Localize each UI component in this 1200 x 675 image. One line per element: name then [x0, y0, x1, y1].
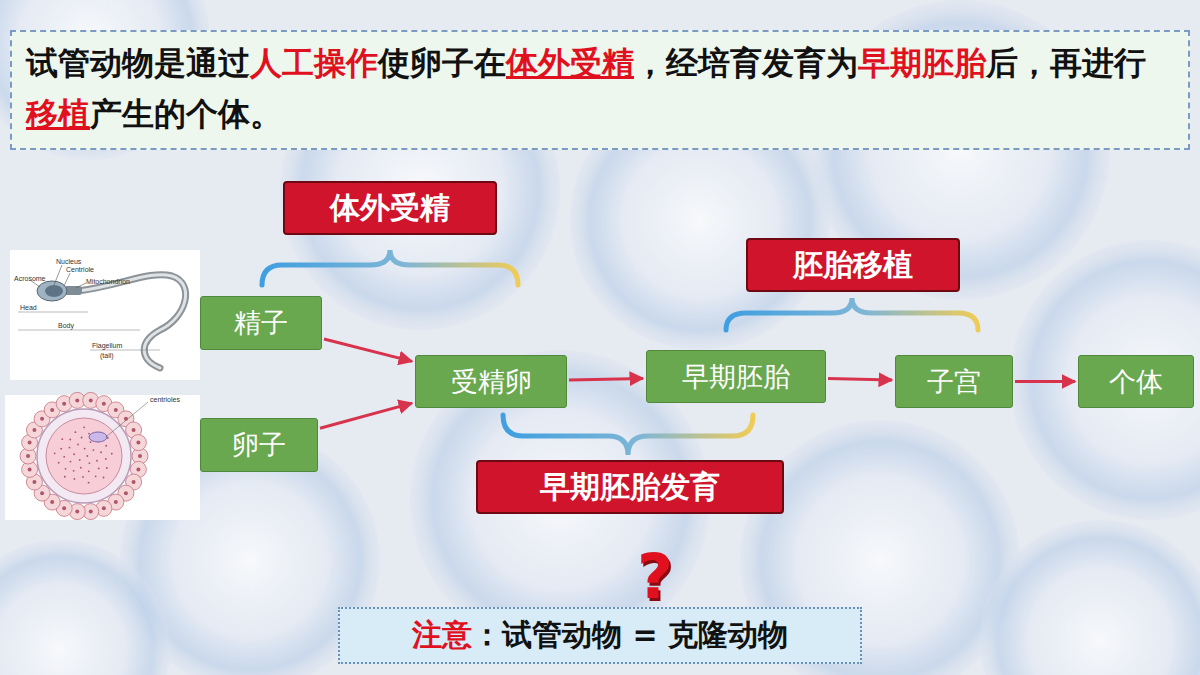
node-text: 受精卵 — [451, 364, 532, 400]
node-text: 卵子 — [232, 427, 286, 463]
node-text: 精子 — [234, 305, 288, 341]
part-name: (tail) — [100, 352, 114, 359]
flow-arrow — [569, 378, 643, 380]
process-box: 受精卵 — [415, 355, 567, 408]
flow-arrow — [1015, 380, 1075, 383]
part-name: centrioles — [150, 396, 180, 403]
part-name: Head — [20, 304, 37, 311]
egg-figure — [5, 392, 200, 520]
process-box: 卵子 — [200, 418, 318, 472]
flow-arrow — [324, 339, 412, 361]
node-text: 子宫 — [927, 364, 981, 400]
process-box: 精子 — [200, 296, 322, 350]
part-name: Acrosome — [14, 275, 46, 282]
node-text: 个体 — [1109, 364, 1163, 400]
question-mark: ? — [637, 540, 673, 613]
process-box: 个体 — [1078, 355, 1194, 408]
process-box: 子宫 — [895, 355, 1013, 408]
part-name: Centriole — [66, 266, 94, 273]
step-label: 早期胚胎发育 — [476, 460, 784, 514]
title-box: 试管动物是通过人工操作使卵子在体外受精，经培育发育为早期胚胎后，再进行移植产生的… — [10, 30, 1190, 150]
process-box: 早期胚胎 — [646, 350, 826, 403]
node-text: 体外受精 — [330, 188, 450, 229]
node-text: 注意：试管动物 = 克隆动物 — [412, 615, 788, 656]
part-name: Mitochondrion — [86, 278, 130, 285]
flow-arrow — [320, 403, 412, 428]
sperm-figure — [10, 250, 200, 380]
part-name: Body — [58, 322, 74, 329]
flow-arrow — [828, 379, 892, 380]
node-text: 早期胚胎发育 — [540, 467, 720, 508]
part-name: Flagellum — [92, 342, 122, 349]
title-text: 试管动物是通过人工操作使卵子在体外受精，经培育发育为早期胚胎后，再进行移植产生的… — [26, 38, 1174, 140]
node-text: 早期胚胎 — [682, 359, 790, 395]
part-name: Nucleus — [56, 258, 81, 265]
note-box: 注意：试管动物 = 克隆动物 — [338, 607, 862, 664]
node-text: 胚胎移植 — [793, 245, 913, 286]
step-label: 胚胎移植 — [746, 238, 960, 292]
step-label: 体外受精 — [283, 181, 497, 235]
